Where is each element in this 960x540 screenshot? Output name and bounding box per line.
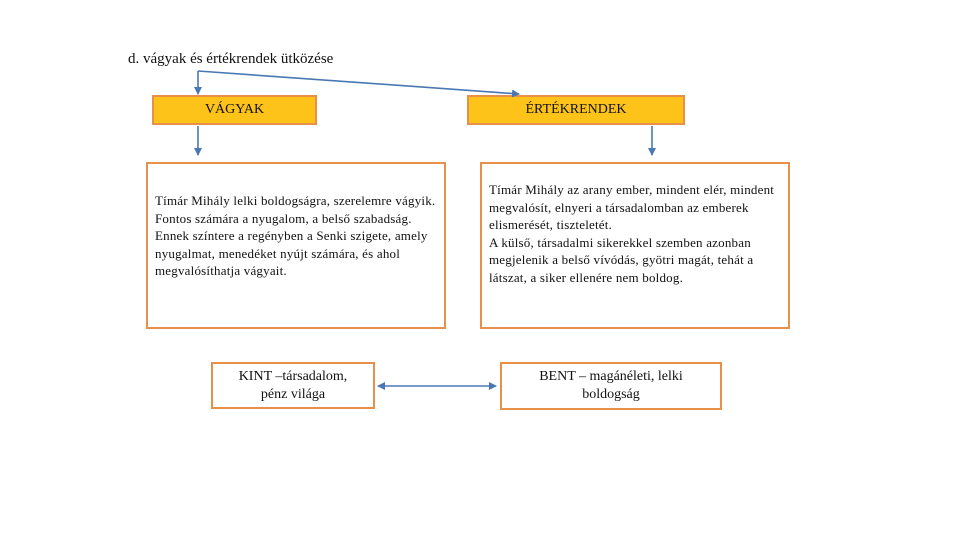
vagyak-label: VÁGYAK xyxy=(204,102,265,117)
vagyak-header-box: VÁGYAK xyxy=(152,95,317,125)
vagyak-paragraph-1: Tímár Mihály lelki boldogságra, szerelem… xyxy=(155,193,436,226)
ertekrendek-paragraph-1: Tímár Mihály az arany ember, mindent elé… xyxy=(489,182,775,232)
arrow-title-to-ertekrendek xyxy=(197,70,520,98)
ertekrendek-paragraph-2: A külső, társadalmi sikerekkel szemben a… xyxy=(489,234,754,285)
ertekrendek-label: ÉRTÉKRENDEK xyxy=(525,102,627,117)
bent-box: BENT – magánéleti, lelki boldogság xyxy=(500,362,722,410)
vagyak-paragraph-2: Ennek színtere a regényben a Senki szige… xyxy=(155,228,428,278)
bent-line-1: BENT – magánéleti, lelki xyxy=(539,369,683,384)
ertekrendek-header-box: ÉRTÉKRENDEK xyxy=(467,95,685,125)
bent-line-2: boldogság xyxy=(582,387,640,402)
ertekrendek-description-box: Tímár Mihály az arany ember, mindent elé… xyxy=(480,162,790,329)
vagyak-description-box: Tímár Mihály lelki boldogságra, szerelem… xyxy=(146,162,446,329)
kint-line-2: pénz világa xyxy=(260,386,326,402)
kint-line-1: KINT –társadalom, xyxy=(238,368,348,384)
diagram-title: d. vágyak és értékrendek ütközése xyxy=(128,51,334,67)
kint-box: KINT –társadalom, pénz világa xyxy=(211,362,375,409)
